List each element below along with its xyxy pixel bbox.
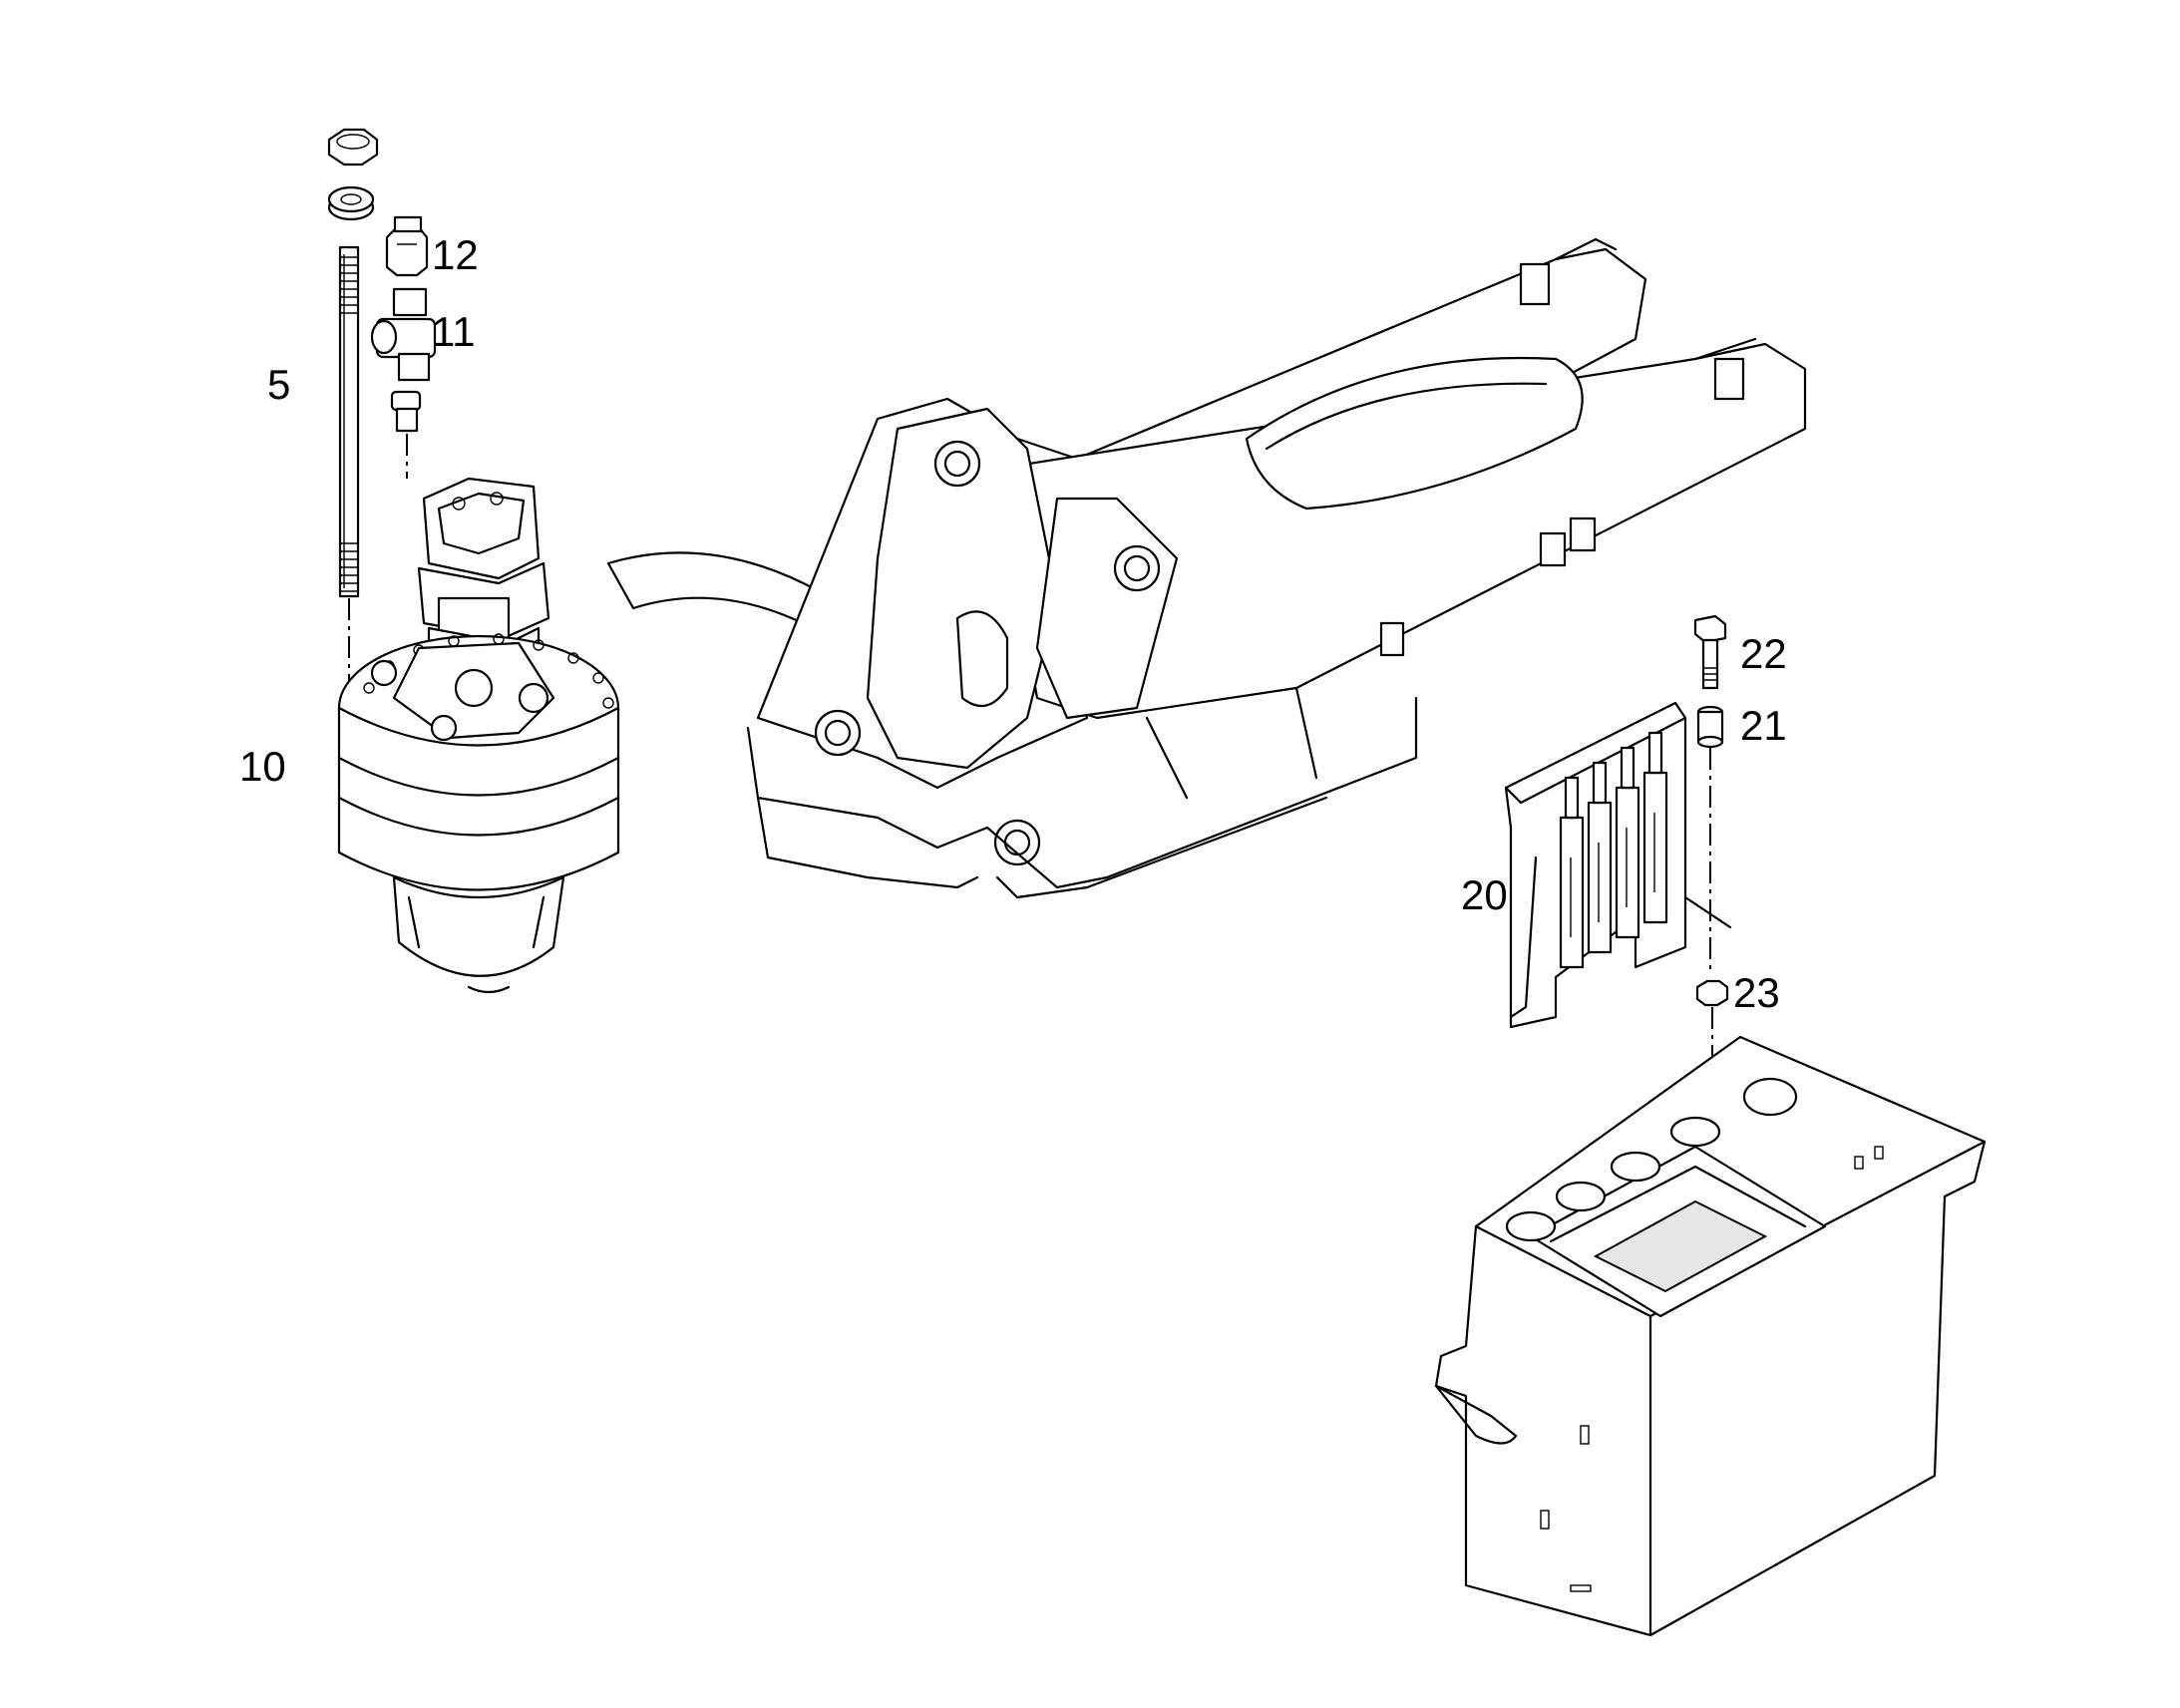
callout-23: 23	[1733, 969, 1780, 1016]
callout-20: 20	[1461, 871, 1508, 918]
stud-rod	[338, 245, 360, 598]
part-21-spacer	[1696, 705, 1724, 972]
base-frame	[1434, 1035, 1987, 1637]
part-12-fitting	[385, 215, 429, 277]
callout-11: 11	[432, 308, 476, 355]
hex-nut	[327, 128, 379, 167]
part-10-swing-motor-gearbox	[337, 477, 620, 994]
callout-22: 22	[1740, 630, 1787, 677]
callout-5: 5	[267, 361, 290, 408]
washer	[327, 185, 375, 221]
part-11-tee-fitting	[370, 287, 437, 382]
part-22-bolt	[1693, 614, 1727, 690]
part-5-stud-assembly	[327, 128, 379, 688]
upper-frame-weldment	[746, 237, 1807, 899]
callout-10: 10	[239, 743, 286, 790]
part-20-valve-bracket	[1504, 701, 1732, 1029]
callout-21: 21	[1740, 702, 1787, 749]
adapter-fitting	[390, 390, 422, 479]
callout-12: 12	[432, 231, 479, 278]
